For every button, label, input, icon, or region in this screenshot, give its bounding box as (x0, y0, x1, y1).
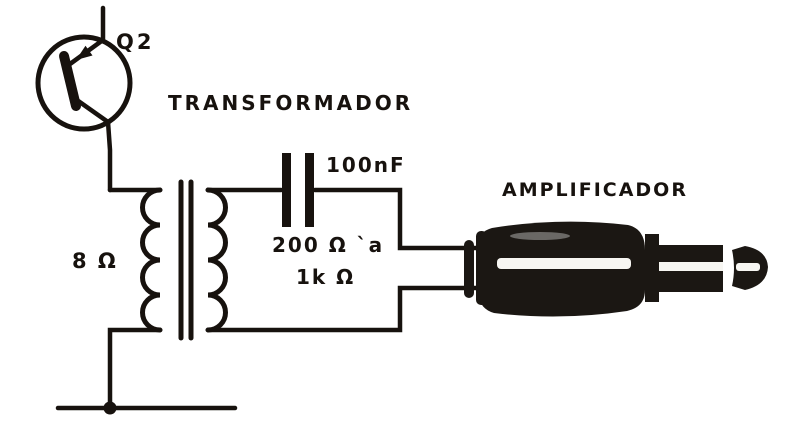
transistor-icon (35, 5, 133, 193)
wire-primary-bottom (107, 327, 163, 407)
audio-plug-icon (464, 221, 768, 317)
primary-winding (140, 187, 163, 333)
capacitor-plate-right (305, 153, 314, 227)
capacitor-label: 100nF (326, 153, 406, 177)
plug-body-gloss (510, 232, 570, 240)
secondary-winding (205, 187, 228, 333)
transistor-label: Q2 (116, 30, 154, 54)
wire-secondary-bottom (205, 285, 485, 333)
plug-collar (645, 234, 659, 302)
capacitor-plate-left (282, 153, 291, 227)
transistor-arrow-icon (76, 45, 93, 60)
secondary-impedance-label-line1: 200 Ω `a (272, 233, 384, 257)
ground-junction-dot (103, 401, 117, 415)
plug-sleeve-highlight (659, 262, 723, 271)
secondary-impedance-label-line2: 1k Ω (296, 265, 355, 289)
capacitor-icon (205, 153, 485, 333)
ground-icon (55, 401, 238, 415)
plug-insulator-ring (723, 250, 732, 288)
wire-secondary-top-right (312, 187, 485, 251)
transformer-icon (107, 179, 228, 407)
plug-grip-ridge-1 (464, 240, 474, 298)
plug-body-highlight (497, 258, 631, 269)
transformer-label: TRANSFORMADOR (168, 91, 413, 115)
transistor-bottom-lead (71, 95, 113, 193)
plug-body (477, 221, 645, 317)
transistor-body-circle (35, 34, 133, 132)
primary-impedance-label: 8 Ω (72, 249, 118, 273)
amplifier-label: AMPLIFICADOR (502, 179, 688, 201)
plug-tip-highlight (736, 263, 760, 271)
